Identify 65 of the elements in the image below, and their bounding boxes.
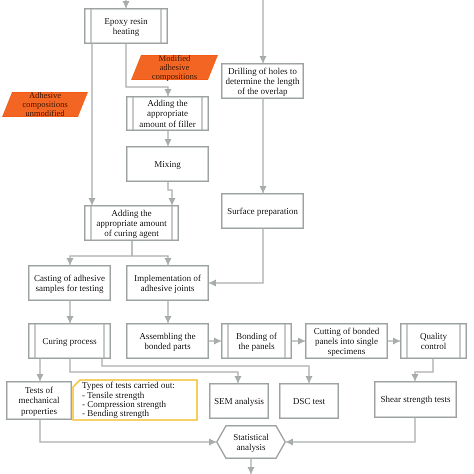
- note-text: - Tensile strength: [82, 390, 144, 400]
- predefined-process-box: [400, 323, 467, 359]
- arrow: [248, 459, 254, 474]
- process-box: [305, 323, 388, 359]
- node-label: Adhesive compositions unmodified: [21, 91, 69, 118]
- node-label: Modified adhesive compositions: [150, 54, 198, 81]
- arrow: [122, 0, 130, 8]
- hexagon-node: [216, 425, 286, 459]
- predefined-process-box: [84, 8, 168, 44]
- arrow: [164, 301, 172, 323]
- arrow: [260, 0, 266, 63]
- node-label: Drilling of holes to determine the length of the overlap: [224, 66, 300, 96]
- predefined-process-box: [126, 96, 209, 131]
- arrow: [209, 229, 264, 286]
- note-text: - Compression strength: [82, 400, 166, 410]
- node-label: DSC test: [292, 396, 326, 406]
- node-label: Statistical analysis: [232, 432, 270, 452]
- process-box: [209, 383, 269, 419]
- arrow: [131, 241, 172, 265]
- arrow: [286, 418, 416, 446]
- arrow: [292, 338, 305, 344]
- process-box: [126, 265, 209, 301]
- node-label: Assembling the bonded parts: [138, 330, 197, 352]
- arrow: [88, 44, 96, 205]
- predefined-process-box: [28, 323, 111, 359]
- process-box: [279, 383, 339, 419]
- node-label: Cutting of bonded panels into single specimens: [312, 326, 380, 356]
- node-label: Curing process: [42, 336, 97, 346]
- arrow: [69, 359, 242, 383]
- note-box: [72, 379, 198, 421]
- process-box: [28, 265, 111, 301]
- process-box: [126, 323, 209, 359]
- node-label: Surface preparation: [227, 206, 298, 216]
- node-label: Adding the appropriate amount of curing agent: [95, 208, 168, 238]
- process-box: [221, 193, 304, 229]
- arrow: [388, 338, 400, 344]
- arrow: [164, 131, 172, 146]
- arrow: [412, 359, 434, 381]
- arrow: [39, 420, 216, 446]
- process-box: [126, 146, 209, 182]
- arrow: [209, 338, 221, 344]
- node-label: Quality control: [419, 330, 448, 352]
- node-label: SEM analysis: [214, 396, 264, 406]
- arrow: [260, 99, 266, 193]
- process-box: [6, 381, 72, 420]
- arrow: [101, 359, 312, 383]
- node-label: Bonding of the panels: [235, 330, 278, 352]
- process-box: [374, 381, 457, 418]
- input-parallelogram: [131, 55, 218, 80]
- note-text: Types of tests carried out:: [82, 381, 175, 391]
- node-label: Shear strength tests: [380, 394, 450, 405]
- input-parallelogram: [2, 92, 88, 117]
- node-label: Casting of adhesive samples for testing: [33, 272, 106, 294]
- node-label: Epoxy resin heating: [103, 16, 149, 36]
- note-text: - Bending strength: [82, 409, 149, 419]
- node-label: Implementation of adhesive joints: [133, 272, 202, 294]
- node-label: Adding the appropriate amount of filler: [138, 98, 197, 129]
- node-label: Mixing: [154, 158, 181, 170]
- predefined-process-box: [221, 323, 292, 359]
- arrow: [36, 359, 44, 381]
- predefined-process-box: [84, 205, 179, 241]
- node-label: Tests of mechanical properties: [18, 385, 60, 416]
- arrow: [66, 301, 74, 323]
- arrow: [167, 182, 176, 205]
- arrow: [125, 44, 172, 96]
